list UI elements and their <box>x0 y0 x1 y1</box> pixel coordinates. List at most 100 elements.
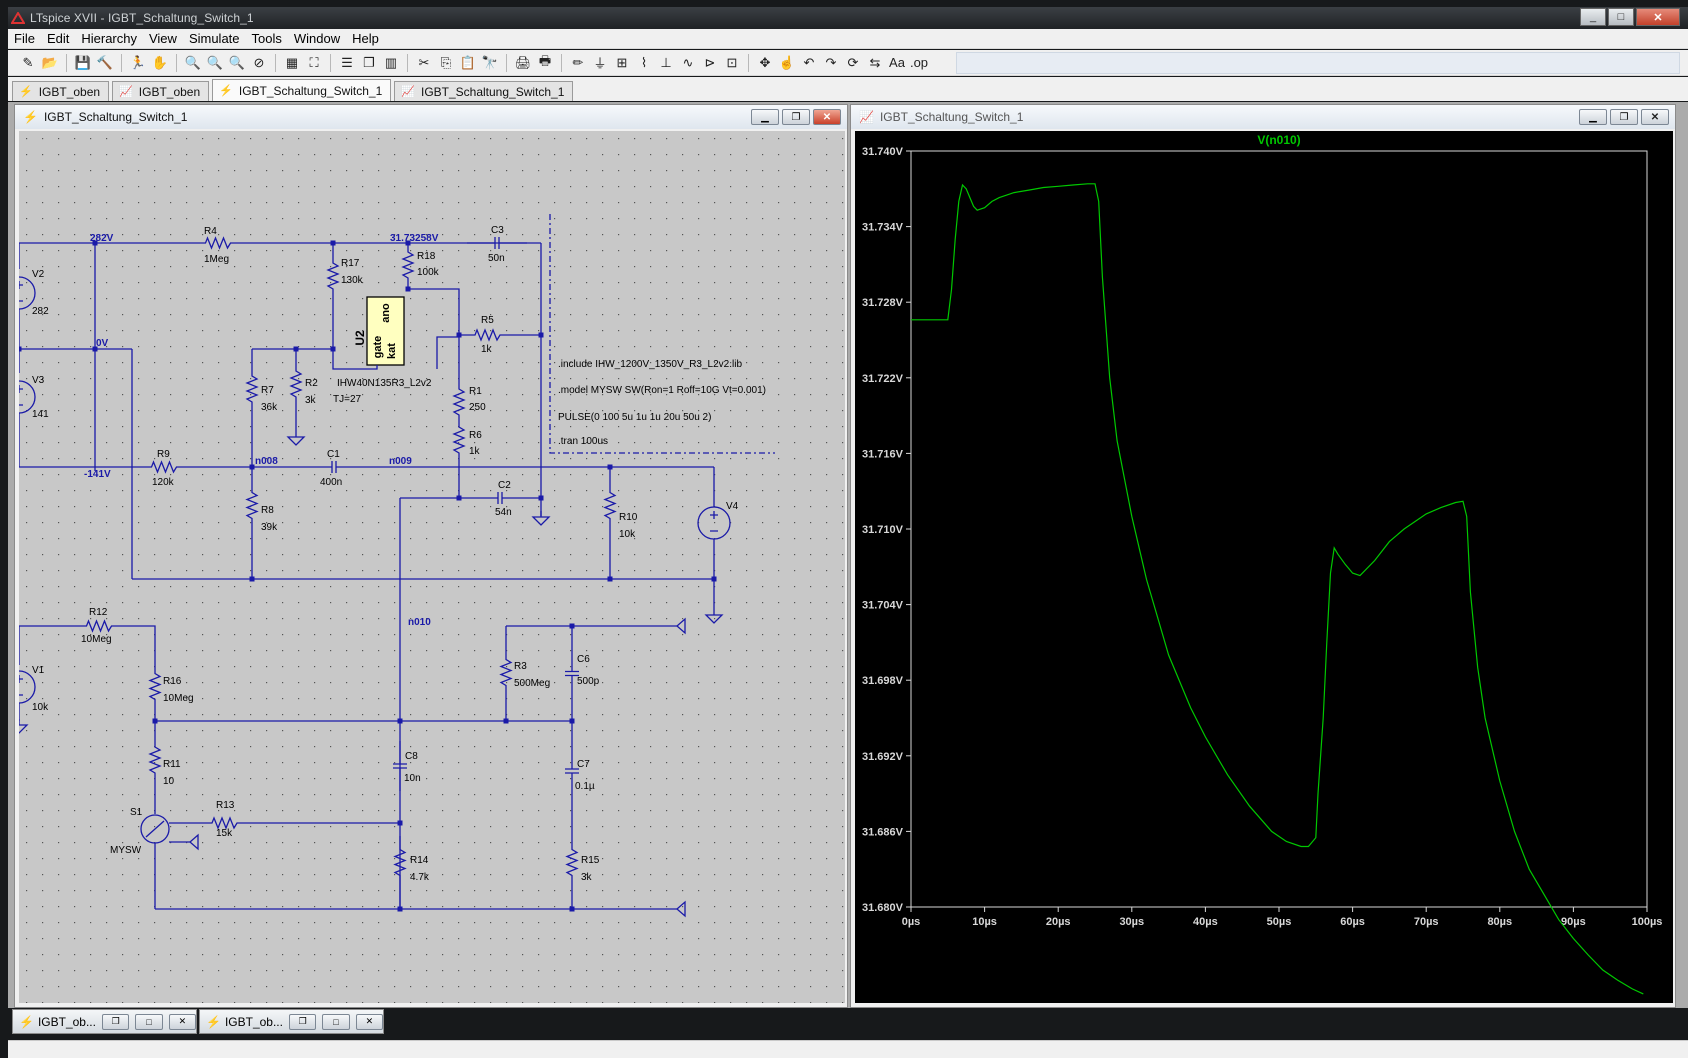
menu-help[interactable]: Help <box>352 31 379 46</box>
label-c2: C2 <box>498 480 511 491</box>
schematic-restore-button[interactable]: ❐ <box>782 109 810 125</box>
print-setup-icon[interactable]: 🖨 <box>514 54 532 70</box>
zoom-fit-icon[interactable]: 🔍 <box>206 54 224 70</box>
new-schematic-icon[interactable]: ✎ <box>22 54 34 70</box>
close-icon[interactable]: ✕ <box>168 1013 197 1030</box>
x-tick-label: 40µs <box>1193 916 1218 928</box>
menu-file[interactable]: File <box>14 31 35 46</box>
restore-icon[interactable]: ❐ <box>288 1013 317 1030</box>
minimized-window-1[interactable]: ⚡ IGBT_ob... ❐ □ ✕ <box>12 1009 197 1034</box>
tab-igbt-schaltung-schematic[interactable]: ⚡ IGBT_Schaltung_Switch_1 <box>212 79 392 101</box>
menu-hierarchy[interactable]: Hierarchy <box>81 31 137 46</box>
drag-icon[interactable]: ☝ <box>778 54 796 70</box>
value-r1: 250 <box>469 402 486 413</box>
toolbar-separator <box>561 53 562 72</box>
voltage-source-V3-polarity <box>19 385 23 406</box>
maximize-icon[interactable]: □ <box>322 1013 350 1030</box>
label-r4: R4 <box>204 226 217 237</box>
label-r15: R15 <box>581 855 600 866</box>
label-net-icon[interactable]: ⊞ <box>616 54 628 70</box>
net-label-minus-141v: -141V <box>84 469 111 480</box>
diode-icon[interactable]: ⊳ <box>704 54 716 70</box>
x-tick-label: 90µs <box>1561 916 1586 928</box>
menu-tools[interactable]: Tools <box>251 31 282 46</box>
save-icon[interactable]: 💾 <box>74 54 92 70</box>
capacitor-icon[interactable]: ⊥ <box>660 54 672 70</box>
net-flag-icon <box>676 617 686 635</box>
label-c7: C7 <box>577 759 590 770</box>
y-tick-label: 31.728V <box>862 297 904 309</box>
find-icon[interactable]: 🔭 <box>481 54 499 70</box>
menu-edit[interactable]: Edit <box>46 31 70 46</box>
undo-icon[interactable]: ↶ <box>803 54 815 70</box>
maximize-button[interactable]: □ <box>1608 8 1634 26</box>
open-icon[interactable]: 📂 <box>41 54 59 70</box>
paste-icon[interactable]: 📋 <box>459 54 477 70</box>
toolbar-separator <box>121 53 122 72</box>
halt-icon[interactable]: ✋ <box>151 54 169 70</box>
schematic-minimize-button[interactable]: ▁ <box>751 109 779 125</box>
window-title: LTspice XVII - IGBT_Schaltung_Switch_1 <box>30 11 254 25</box>
u2-tj: TJ=27 <box>333 394 362 405</box>
schematic-close-button[interactable]: ✕ <box>813 109 841 125</box>
resistor-icon[interactable]: ⌇ <box>640 54 648 70</box>
zoom-in-icon[interactable]: 🔍 <box>184 54 202 70</box>
waveform-window-title: IGBT_Schaltung_Switch_1 <box>879 110 1024 124</box>
label-v1: V1 <box>32 665 45 676</box>
copy-icon[interactable]: ⎘ <box>440 54 452 70</box>
control-panel-icon[interactable]: 🔨 <box>96 54 114 70</box>
zoom-out-icon[interactable]: 🔍 <box>228 54 246 70</box>
cut-icon[interactable]: ✂ <box>418 54 430 70</box>
cascade-icon[interactable]: ❐ <box>363 54 375 70</box>
menu-window[interactable]: Window <box>293 31 341 46</box>
minimized-window-2[interactable]: ⚡ IGBT_ob... ❐ □ ✕ <box>199 1009 384 1034</box>
waveform-close-button[interactable]: ✕ <box>1641 109 1669 125</box>
y-tick-label: 31.716V <box>862 448 904 460</box>
label-r5: R5 <box>481 315 494 326</box>
tile-vertical-icon[interactable]: ▥ <box>384 54 398 70</box>
menu-view[interactable]: View <box>148 31 177 46</box>
label-r17: R17 <box>341 258 360 269</box>
tab-label: IGBT_Schaltung_Switch_1 <box>238 83 383 98</box>
net-label-n008: n008 <box>255 456 278 467</box>
autorange-icon[interactable]: ▦ <box>285 54 299 70</box>
minimize-button[interactable]: _ <box>1580 8 1606 26</box>
schematic-icon: ⚡ <box>206 1014 221 1029</box>
resistor-R7 <box>245 349 259 431</box>
inductor-icon[interactable]: ∿ <box>682 54 694 70</box>
redo-icon[interactable]: ↷ <box>825 54 837 70</box>
text-icon[interactable]: Aa <box>889 55 905 70</box>
tab-igbt-oben-waveform[interactable]: 📈 IGBT_oben <box>112 81 210 101</box>
print-icon[interactable]: 🖶 <box>538 52 552 68</box>
junction-dot <box>19 346 22 352</box>
wire-icon[interactable]: ✏ <box>572 54 584 70</box>
tab-igbt-oben-schematic[interactable]: ⚡ IGBT_oben <box>12 81 110 101</box>
run-icon[interactable]: 🏃 <box>129 54 147 70</box>
waveform-plot[interactable]: 31.680V31.686V31.692V31.698V31.704V31.71… <box>855 131 1673 1003</box>
full-view-icon[interactable]: ⛶ <box>309 54 319 70</box>
value-r12: 10Meg <box>81 634 112 645</box>
spice-directive-3: PULSE(0 100 5u 1u 1u 20u 50u 2) <box>558 412 711 423</box>
tile-horizontal-icon[interactable]: ☰ <box>341 54 353 70</box>
rotate-icon[interactable]: ⟳ <box>847 54 859 70</box>
maximize-icon[interactable]: □ <box>135 1013 163 1030</box>
close-icon[interactable]: ✕ <box>355 1013 384 1030</box>
menu-simulate[interactable]: Simulate <box>188 31 240 46</box>
x-tick-label: 10µs <box>972 916 997 928</box>
close-button[interactable]: ✕ <box>1636 8 1680 26</box>
waveform-restore-button[interactable]: ❐ <box>1610 109 1638 125</box>
wire <box>436 336 459 369</box>
component-icon[interactable]: ⊡ <box>726 54 738 70</box>
waveform-minimize-button[interactable]: ▁ <box>1579 109 1607 125</box>
y-tick-label: 31.686V <box>862 826 904 838</box>
ground-icon <box>19 719 29 734</box>
ground-icon[interactable]: ⏚ <box>593 56 607 71</box>
spice-directive-icon[interactable]: .op <box>909 55 929 70</box>
mirror-icon[interactable]: ⇆ <box>869 54 881 70</box>
resistor-R11 <box>148 721 162 801</box>
schematic-canvas[interactable]: 282VR41MegV22820VV3141-141VR9120kC1400nn… <box>19 131 845 1003</box>
restore-icon[interactable]: ❐ <box>101 1013 130 1030</box>
tab-igbt-schaltung-waveform[interactable]: 📈 IGBT_Schaltung_Switch_1 <box>394 81 574 101</box>
zoom-cancel-icon[interactable]: ⊘ <box>253 54 265 70</box>
move-icon[interactable]: ✥ <box>759 54 771 70</box>
